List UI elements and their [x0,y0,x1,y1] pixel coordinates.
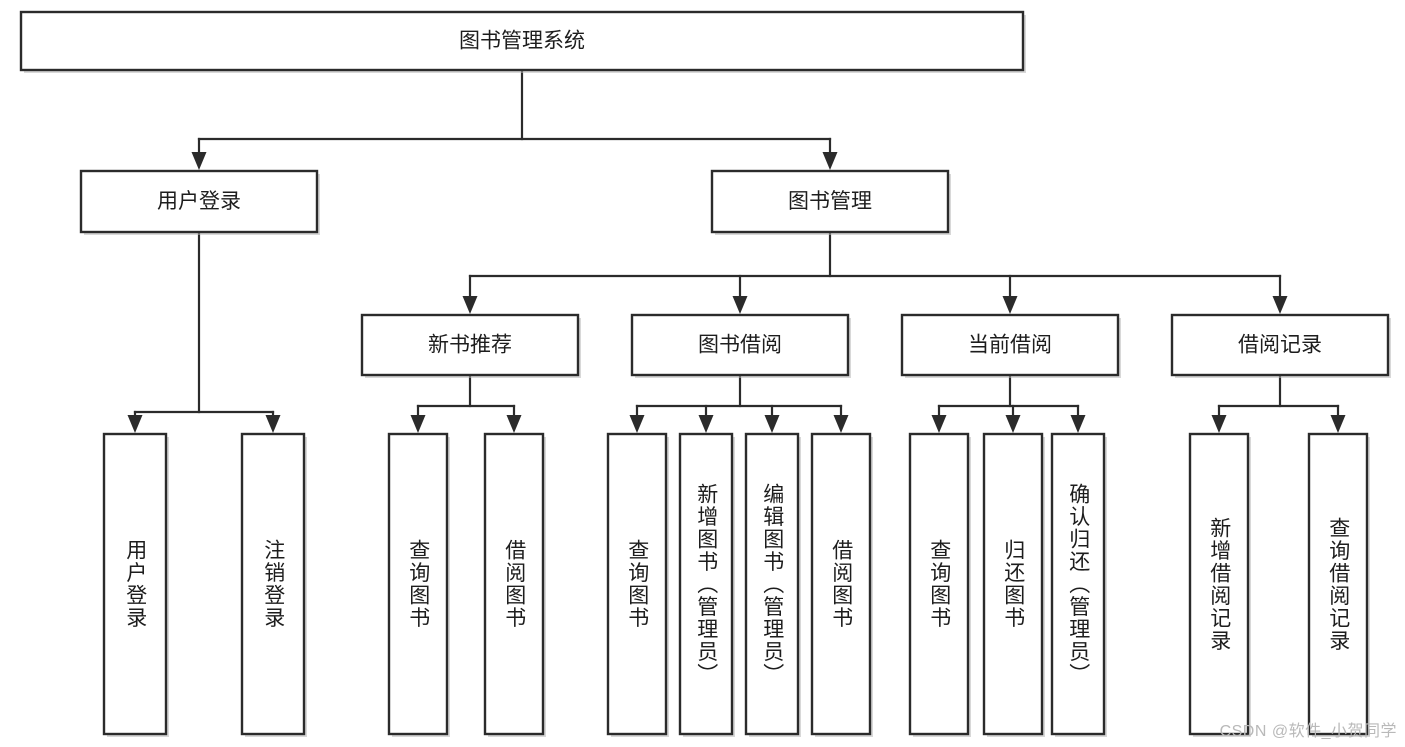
arrow-head-icon [410,415,426,433]
node-box[interactable] [744,432,800,736]
node-leaf-add-record[interactable] [1188,432,1251,737]
node-box[interactable] [630,313,850,377]
node-label: 图书管理 [788,190,872,213]
node-borrow-record[interactable]: 借阅记录 [1170,313,1391,378]
arrow-head-icon [629,415,645,433]
arrow-head-icon [764,415,780,433]
node-box[interactable] [19,10,1025,72]
node-book-manage[interactable]: 图书管理 [710,169,951,235]
arrow-head-icon [127,415,143,433]
node-leaf-edit-book[interactable] [744,432,801,737]
node-root[interactable]: 图书管理系统 [19,10,1026,73]
node-box[interactable] [982,432,1044,736]
arrow-head-icon [191,152,207,170]
connector-group-book-borrow [629,373,849,433]
node-box[interactable] [1170,313,1390,377]
connector-group-new-book-rec [410,373,522,433]
node-leaf-query-book-2[interactable] [606,432,669,737]
node-leaf-query-book-3[interactable] [908,432,971,737]
node-label: 新书推荐 [428,334,512,357]
arrow-head-icon [732,296,748,314]
node-leaf-add-book[interactable] [678,432,735,737]
node-box[interactable] [1188,432,1250,736]
arrow-head-icon [506,415,522,433]
node-box[interactable] [387,432,449,736]
node-box[interactable] [240,432,306,736]
node-user-login[interactable]: 用户登录 [79,169,320,235]
node-leaf-user-login[interactable] [102,432,169,737]
arrow-head-icon [1002,296,1018,314]
node-leaf-borrow-book-2[interactable] [810,432,873,737]
node-box[interactable] [79,169,319,234]
arrow-head-icon [1211,415,1227,433]
connector-group-root [191,68,838,170]
node-box[interactable] [360,313,580,377]
node-box[interactable] [900,313,1120,377]
node-box[interactable] [1307,432,1369,736]
node-new-book-rec[interactable]: 新书推荐 [360,313,581,378]
connector-group-user-login [127,230,281,433]
arrow-head-icon [931,415,947,433]
arrow-head-icon [698,415,714,433]
arrow-head-icon [1070,415,1086,433]
node-leaf-confirm-return[interactable] [1050,432,1107,737]
node-label: 用户登录 [157,190,241,213]
connector-group-current-borrow [931,373,1086,433]
node-current-borrow[interactable]: 当前借阅 [900,313,1121,378]
node-leaf-borrow-book-1[interactable] [483,432,546,737]
node-box[interactable] [678,432,734,736]
node-leaf-query-book-1[interactable] [387,432,450,737]
watermark-text: CSDN @软件_小贺同学 [1219,723,1397,740]
node-box[interactable] [1050,432,1106,736]
node-box[interactable] [483,432,545,736]
node-label: 图书管理系统 [459,30,585,53]
arrow-head-icon [822,152,838,170]
node-box[interactable] [102,432,168,736]
arrow-head-icon [265,415,281,433]
arrow-head-icon [1330,415,1346,433]
arrow-head-icon [833,415,849,433]
arrow-head-icon [1272,296,1288,314]
node-box[interactable] [606,432,668,736]
connector-group-borrow-record [1211,373,1346,433]
node-leaf-logout[interactable] [240,432,307,737]
arrow-head-icon [462,296,478,314]
node-box[interactable] [810,432,872,736]
node-box[interactable] [908,432,970,736]
node-leaf-query-record[interactable] [1307,432,1370,737]
connector-group-book-manage [462,230,1288,314]
node-box[interactable] [710,169,950,234]
node-label: 当前借阅 [968,334,1052,357]
node-book-borrow[interactable]: 图书借阅 [630,313,851,378]
node-label: 借阅记录 [1238,334,1322,357]
node-label: 图书借阅 [698,334,782,357]
arrow-head-icon [1005,415,1021,433]
node-leaf-return-book[interactable] [982,432,1045,737]
